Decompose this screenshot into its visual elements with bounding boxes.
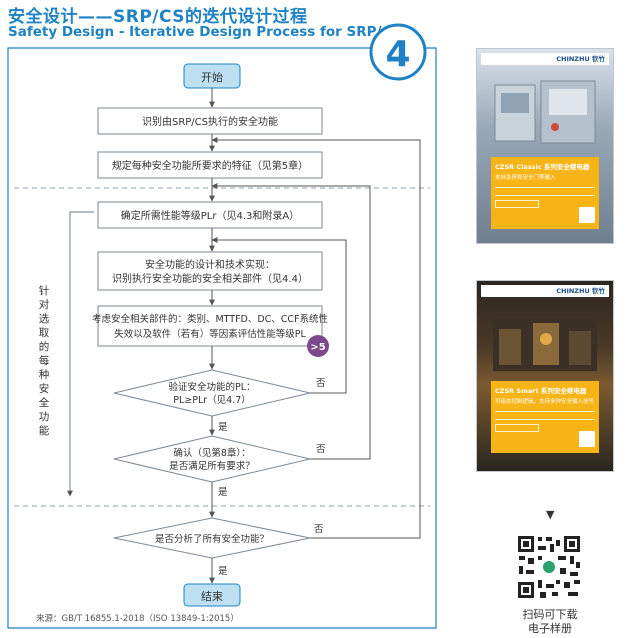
catalog-tag <box>495 200 539 208</box>
side-label-char-9: 功 <box>39 411 50 423</box>
decision-validate-yes-label: 是 <box>218 487 228 498</box>
side-label-char-10: 能 <box>39 424 50 437</box>
page-title: 安全设计——SRP/CS的迭代设计过程 <box>8 7 308 27</box>
decision-validate-label-line2: 是否满足所有要求？ <box>169 460 255 472</box>
step-specify <box>97 151 323 179</box>
step-design <box>97 251 323 291</box>
catalog-qr-icon <box>579 207 595 223</box>
flowchart-frame <box>7 47 437 629</box>
step-identify <box>97 107 323 135</box>
chapter-5-reference-label: >5 <box>310 342 325 353</box>
step-number: 4 <box>385 34 410 75</box>
qr-caption-line1: 扫码可下载 <box>522 608 578 621</box>
decision-verify-yes-label: 是 <box>218 422 228 433</box>
side-bracket <box>67 211 94 497</box>
step-determine-pl-label: 确定所需性能等级PLr（见4.3和附录A） <box>121 209 299 222</box>
catalog-brand-logo: CHINZHU 钦竹 <box>481 53 609 65</box>
step-evaluate-label-line2: 失效以及软件（若有）等因素评估性能等级PL <box>114 328 306 340</box>
catalog-title: CZSR Classic 系列安全继电器 <box>495 163 590 171</box>
down-triangle-icon: ▼ <box>546 508 555 521</box>
catalog-cover-classic[interactable]: CHINZHU 钦竹 CZSR Classic 系列安全继电器 支持急停和安全门… <box>476 48 614 244</box>
catalog-brand-logo: CHINZHU 钦竹 <box>481 285 609 297</box>
catalog-cover-smart[interactable]: CHINZHU 钦竹 CZSR Smart 系列安全继电器 可组态控制逻辑，支持… <box>476 280 614 472</box>
catalog-qr-icon <box>579 431 595 447</box>
end-node <box>183 583 241 607</box>
qr-caption: 扫码可下载 电子样册 <box>500 608 600 636</box>
side-label-char-8: 全 <box>39 396 50 409</box>
decision-all-yes-label: 是 <box>218 566 228 577</box>
step-evaluate <box>97 305 323 347</box>
catalog-info-band: CZSR Smart 系列安全继电器 可组态控制逻辑，支持多种安全输入信号 <box>491 381 599 453</box>
factory-illustration <box>493 319 597 371</box>
side-label: 针 对 选 取 的 每 种 安 全 功 能 <box>39 284 50 437</box>
chapter-5-reference-badge: >5 <box>307 335 329 357</box>
flowchart: 4 开始 识别由SRP/CS执行的安全功能 规定每种安全功能所要求的特征（见第5… <box>7 23 437 629</box>
step-design-label-line2: 识别执行安全功能的安全相关部件（见4.4） <box>112 272 308 285</box>
decision-verify-pl <box>113 369 311 417</box>
side-label-char-3: 取 <box>39 327 50 339</box>
decision-validate <box>113 435 311 483</box>
side-label-char-6: 种 <box>39 368 50 381</box>
side-label-char-0: 针 <box>39 284 50 297</box>
step-design-label-line1: 安全功能的设计和技术实现： <box>145 258 275 271</box>
start-label: 开始 <box>201 70 223 84</box>
qr-caption-line2: 电子样册 <box>528 622 572 635</box>
machine-illustration <box>494 80 596 144</box>
side-label-char-4: 的 <box>39 340 50 353</box>
side-label-char-7: 安 <box>39 382 50 395</box>
catalog-decoration-lines <box>495 411 595 420</box>
step-evaluate-label-line1: 考虑安全相关部件的：类别、MTTFD、DC、CCF系统性 <box>92 313 329 325</box>
catalog-subtitle: 可组态控制逻辑，支持多种安全输入信号 <box>495 399 595 405</box>
step-determine-pl <box>97 201 323 229</box>
decision-validate-label-line1: 确认（见第8章）： <box>173 447 250 459</box>
decision-validate-no-label: 否 <box>316 444 326 455</box>
page-subtitle: Safety Design - Iterative Design Process… <box>8 24 402 40</box>
catalog-decoration-lines <box>495 187 595 196</box>
step-identify-label: 识别由SRP/CS执行的安全功能 <box>142 115 278 128</box>
catalog-info-band: CZSR Classic 系列安全继电器 支持急停和安全门等输入 <box>491 157 599 229</box>
catalog-subtitle: 支持急停和安全门等输入 <box>495 175 556 181</box>
decision-all-no-label: 否 <box>314 524 324 535</box>
step-number-badge: 4 <box>369 23 427 81</box>
decision-verify-no-label: 否 <box>316 378 326 389</box>
decision-verify-label-line1: 验证安全功能的PL： <box>168 381 255 393</box>
source-note: 来源：GB/T 16855.1-2018（ISO 13849-1:2015） <box>36 613 239 624</box>
side-label-char-5: 每 <box>39 354 50 367</box>
end-label: 结束 <box>201 590 223 603</box>
decision-all-analyzed-label: 是否分析了所有安全功能？ <box>155 533 269 545</box>
catalog-tag <box>495 424 539 432</box>
side-label-char-2: 选 <box>39 312 50 325</box>
step-specify-label: 规定每种安全功能所要求的特征（见第5章） <box>112 159 308 172</box>
catalog-title: CZSR Smart 系列安全继电器 <box>495 387 587 395</box>
download-qr-code[interactable] <box>516 534 582 600</box>
decision-verify-label-line2: PL≥PLr（见4.7） <box>173 394 251 406</box>
side-label-char-1: 对 <box>39 298 50 311</box>
